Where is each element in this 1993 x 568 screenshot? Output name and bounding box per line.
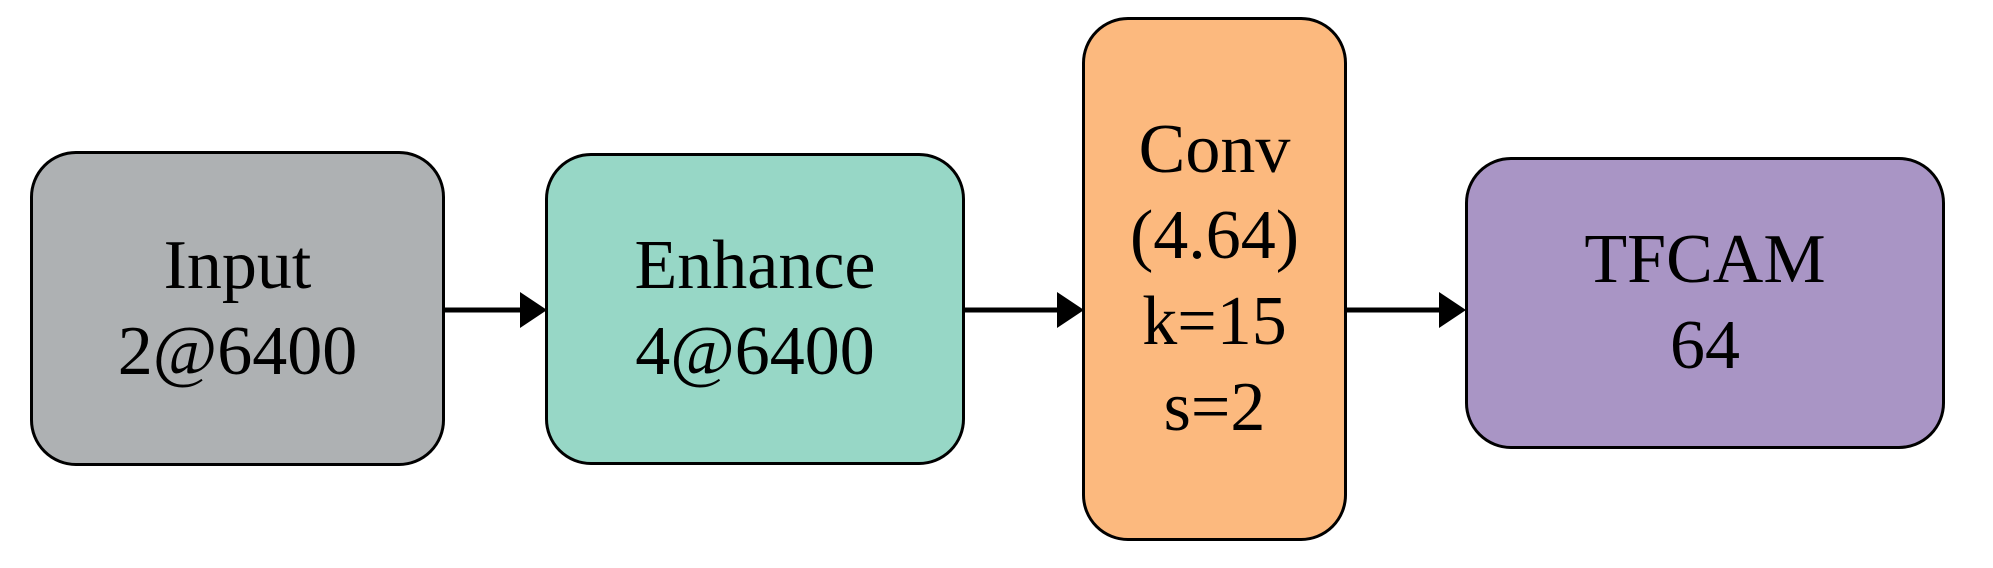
node-enhance-line-1: Enhance xyxy=(634,227,876,304)
node-conv-line-2: (4.64) xyxy=(1129,197,1300,274)
node-tfcam: TFCAM 64 xyxy=(1465,157,1945,449)
arrow-conv-to-tfcam xyxy=(1346,292,1466,328)
node-tfcam-line-1: TFCAM xyxy=(1584,221,1826,298)
node-input: Input 2@6400 xyxy=(30,151,445,466)
node-enhance: Enhance 4@6400 xyxy=(545,153,965,465)
node-conv: Conv (4.64) k=15 s=2 xyxy=(1082,17,1347,541)
node-input-label: Input 2@6400 xyxy=(118,223,357,395)
arrowhead-icon xyxy=(520,292,547,328)
arrow-enhance-to-conv xyxy=(964,292,1084,328)
arrowhead-icon xyxy=(1439,292,1466,328)
node-input-line-2: 2@6400 xyxy=(117,312,358,390)
arrowhead-icon xyxy=(1057,292,1084,328)
node-tfcam-line-2: 64 xyxy=(1669,307,1740,384)
node-enhance-line-2: 4@6400 xyxy=(635,313,875,390)
node-input-line-1: Input xyxy=(163,226,312,304)
node-tfcam-label: TFCAM 64 xyxy=(1584,217,1825,389)
node-conv-line-4: s=2 xyxy=(1163,369,1266,446)
node-conv-label: Conv (4.64) k=15 s=2 xyxy=(1130,107,1299,451)
node-conv-line-1: Conv xyxy=(1138,111,1291,188)
arrow-input-to-enhance xyxy=(444,292,547,328)
node-conv-line-3: k=15 xyxy=(1142,283,1287,360)
node-enhance-label: Enhance 4@6400 xyxy=(635,223,876,395)
